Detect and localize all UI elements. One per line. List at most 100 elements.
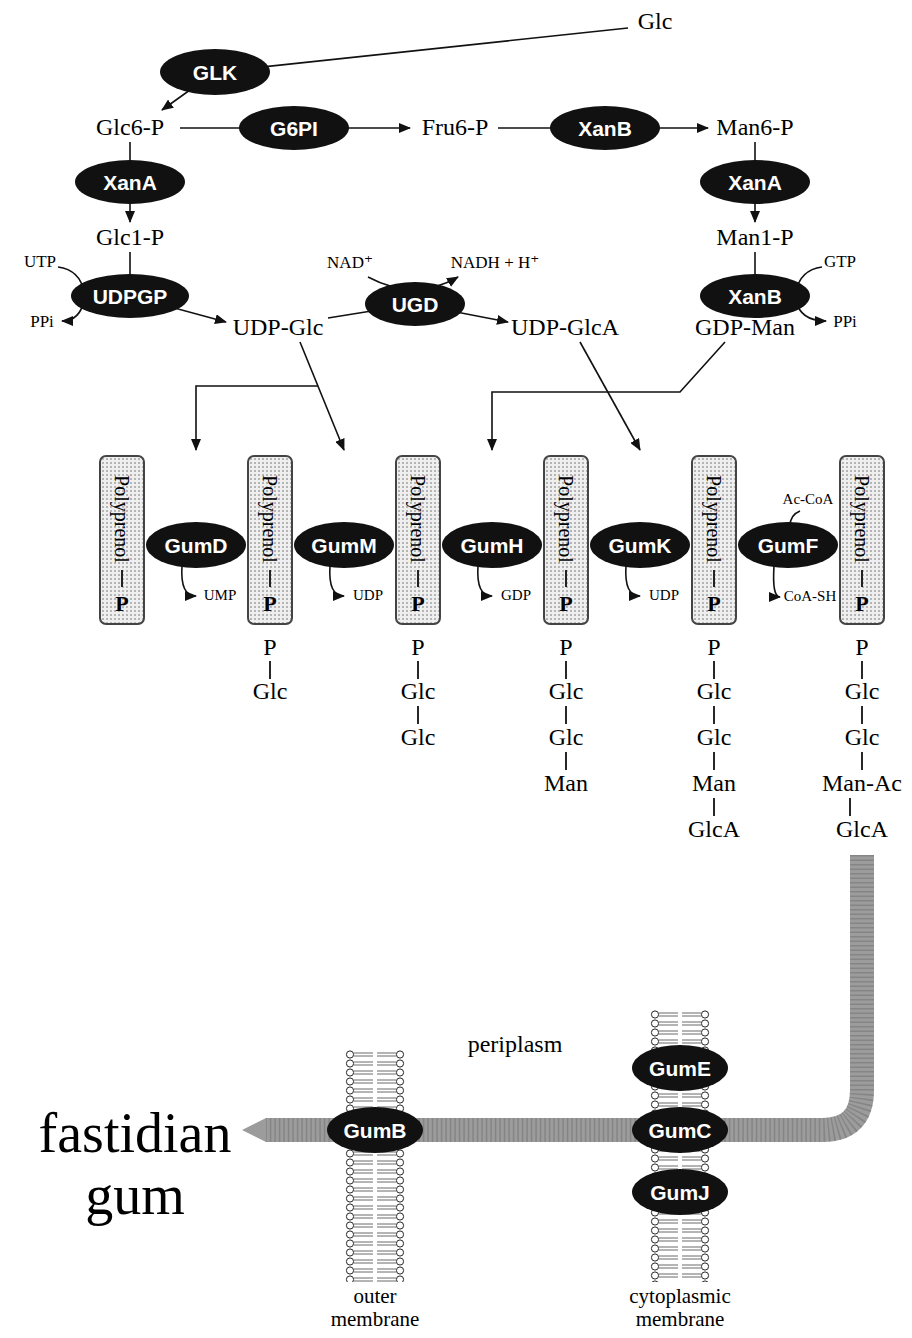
- metabolite-label: UDP-GlcA: [511, 314, 619, 342]
- sugar-residue: Glc: [697, 724, 732, 752]
- sugar-residue: Glc: [549, 724, 584, 752]
- byproduct-label: UMP: [204, 587, 237, 604]
- substrate-arrow: [300, 342, 344, 450]
- cofactor-label: UTP: [24, 252, 56, 272]
- sugar-bond: [269, 661, 271, 679]
- sugar-residue: GlcA: [688, 816, 740, 844]
- enzyme-name: GLK: [193, 62, 237, 83]
- byproduct-arrow: [330, 566, 344, 596]
- polyprenol-box: PolyprenolP: [543, 455, 589, 625]
- enzyme-name: GumB: [344, 1120, 407, 1141]
- metabolite-label: Glc6-P: [96, 114, 164, 142]
- enzyme-name: G6PI: [270, 118, 318, 139]
- sugar-residue: P: [855, 634, 868, 662]
- enzyme-name: GumK: [609, 535, 672, 556]
- byproduct-label: CoA-SH: [784, 588, 837, 605]
- gum-export-band: [266, 855, 862, 1130]
- enzyme-name: GumM: [311, 535, 376, 556]
- enzyme-ellipse: XanB: [700, 274, 810, 318]
- phosphate-bond: [121, 570, 123, 587]
- enzyme-name: XanA: [728, 172, 782, 193]
- enzyme-ellipse: GumB: [327, 1107, 423, 1153]
- product-label: fastidian gum: [5, 1103, 265, 1226]
- phosphate-label: P: [411, 593, 424, 615]
- reaction-arrow: [162, 28, 628, 110]
- enzyme-name: GumF: [758, 535, 819, 556]
- sugar-residue: P: [707, 634, 720, 662]
- lipid-carrier-name: Polyprenol: [852, 475, 872, 563]
- phosphate-label: P: [559, 593, 572, 615]
- sugar-residue: P: [263, 634, 276, 662]
- membrane-label: outer membrane: [310, 1285, 440, 1331]
- substrate-arrow: [196, 386, 318, 450]
- byproduct-arrow: [626, 566, 640, 596]
- gum-band-tip: [242, 1118, 266, 1142]
- lipid-carrier-name: Polyprenol: [556, 475, 576, 563]
- polyprenol-box: PolyprenolP: [395, 455, 441, 625]
- enzyme-ellipse: GumD: [146, 522, 246, 568]
- byproduct-arrow: [478, 566, 492, 596]
- polyprenol-box: PolyprenolP: [99, 455, 145, 625]
- metabolite-label: Fru6-P: [422, 114, 489, 142]
- cofactor-label: PPi: [833, 312, 857, 332]
- lipid-carrier-name: Polyprenol: [704, 475, 724, 563]
- enzyme-ellipse: GumE: [632, 1045, 728, 1091]
- enzyme-ellipse: G6PI: [239, 106, 349, 150]
- enzyme-name: GumD: [165, 535, 228, 556]
- phosphate-label: P: [707, 593, 720, 615]
- enzyme-ellipse: XanB: [550, 106, 660, 150]
- lipid-carrier-name: Polyprenol: [408, 475, 428, 563]
- phosphate-bond: [417, 570, 419, 587]
- byproduct-arrow: [774, 566, 780, 597]
- region-label: periplasm: [468, 1031, 563, 1059]
- enzyme-name: XanA: [103, 172, 157, 193]
- metabolite-label: GDP-Man: [695, 314, 795, 342]
- sugar-residue: Glc: [401, 678, 436, 706]
- cofactor-label: Ac-CoA: [783, 491, 834, 508]
- enzyme-ellipse: UGD: [365, 282, 465, 326]
- enzyme-ellipse: UDPGP: [71, 274, 189, 318]
- sugar-residue: Man: [692, 770, 736, 798]
- polyprenol-box: PolyprenolP: [247, 455, 293, 625]
- sugar-residue: P: [559, 634, 572, 662]
- enzyme-ellipse: GumM: [294, 522, 394, 568]
- sugar-residue: Glc: [697, 678, 732, 706]
- metabolite-label: Glc1-P: [96, 224, 164, 252]
- lipid-carrier-name: Polyprenol: [112, 475, 132, 563]
- polyprenol-box: PolyprenolP: [691, 455, 737, 625]
- enzyme-name: XanB: [728, 286, 782, 307]
- sugar-residue: Glc: [401, 724, 436, 752]
- sugar-residue: Glc: [845, 678, 880, 706]
- phosphate-bond: [565, 570, 567, 587]
- byproduct-label: GDP: [501, 587, 531, 604]
- cofactor-label: PPi: [30, 312, 54, 332]
- metabolite-label: Man6-P: [716, 114, 793, 142]
- enzyme-ellipse: GumH: [442, 522, 542, 568]
- byproduct-arrow: [182, 566, 196, 596]
- cofactor-label: NAD⁺: [327, 253, 373, 273]
- byproduct-label: UDP: [353, 587, 383, 604]
- sugar-residue: P: [411, 634, 424, 662]
- sugar-residue: GlcA: [836, 816, 888, 844]
- phosphate-bond: [861, 570, 863, 587]
- metabolite-label: Glc: [638, 8, 673, 36]
- enzyme-name: GumE: [649, 1058, 711, 1079]
- sugar-residue: Glc: [845, 724, 880, 752]
- enzyme-name: XanB: [578, 118, 632, 139]
- substrate-arrow: [492, 342, 725, 450]
- enzyme-ellipse: GumJ: [632, 1169, 728, 1215]
- enzyme-name: UDPGP: [93, 286, 168, 307]
- phosphate-label: P: [855, 593, 868, 615]
- byproduct-label: UDP: [649, 587, 679, 604]
- gum-band-texture: [266, 855, 862, 1130]
- enzyme-name: UGD: [392, 294, 439, 315]
- enzyme-ellipse: GumC: [632, 1107, 728, 1153]
- enzyme-ellipse: XanA: [700, 160, 810, 204]
- sugar-residue: Man-Ac: [822, 770, 902, 798]
- cofactor-label: GTP: [824, 252, 856, 272]
- membrane-label: cytoplasmic membrane: [595, 1285, 765, 1331]
- enzyme-ellipse: GLK: [160, 49, 270, 95]
- sugar-residue: Man: [544, 770, 588, 798]
- phosphate-label: P: [263, 593, 276, 615]
